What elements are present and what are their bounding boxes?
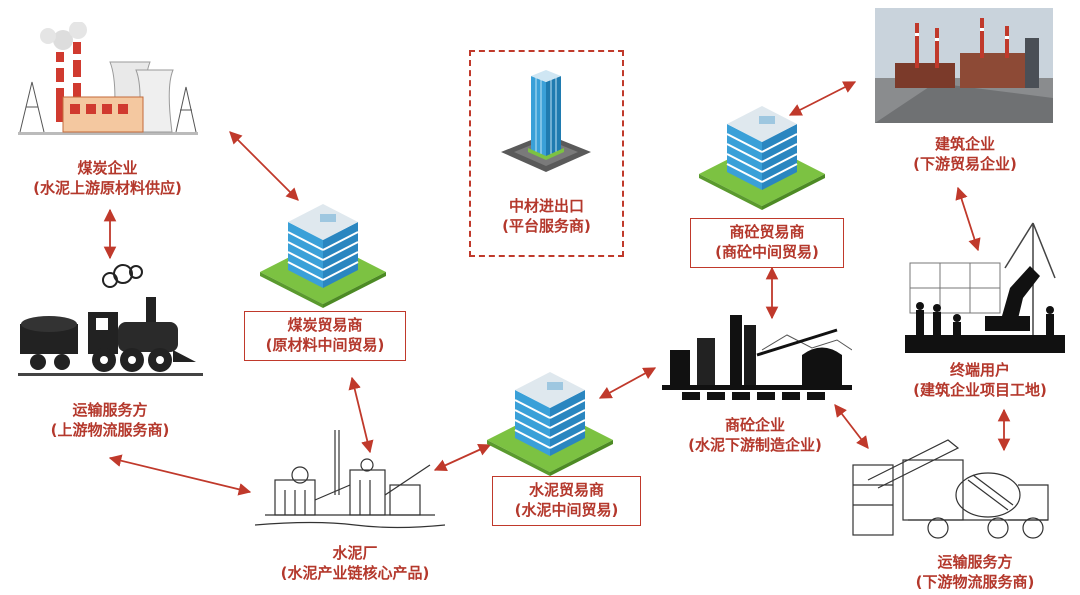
concrete-enterprise-title: 商砼企业 xyxy=(724,416,785,434)
cement-plant-title: 水泥厂 xyxy=(332,544,378,562)
office-building-icon xyxy=(697,102,827,216)
arrow-coal-trader-cement-plant xyxy=(348,376,374,454)
coal-trader-title: 煤炭贸易商 xyxy=(287,316,363,334)
arrow-transport-cement-plant xyxy=(108,454,252,496)
coal-trader-subtitle: (原材料中间贸易) xyxy=(265,336,385,354)
cement-trader-title: 水泥贸易商 xyxy=(528,481,604,499)
construction-enterprise-title: 建筑企业 xyxy=(934,135,995,153)
cement-plant-subtitle: (水泥产业链核心产品) xyxy=(280,564,430,582)
coal-trader-box: 煤炭贸易商 (原材料中间贸易) xyxy=(244,311,406,361)
industrial-site-photo-icon xyxy=(875,8,1053,127)
transport-upstream-subtitle: (上游物流服务商) xyxy=(50,421,170,439)
arrow-cement-trader-concrete-enterprise xyxy=(598,367,657,399)
concrete-trader-title: 商砼贸易商 xyxy=(729,223,805,241)
coal-enterprise-subtitle: (水泥上游原材料供应) xyxy=(33,179,182,197)
arrow-cement-plant-cement-trader xyxy=(433,443,492,472)
platform-box: 中材进出口 (平台服务商) xyxy=(469,50,624,257)
construction-site-icon xyxy=(905,218,1065,357)
office-building-icon xyxy=(485,368,615,482)
concrete-mixer-truck-icon xyxy=(848,420,1053,549)
arrow-construction-end-user xyxy=(955,186,981,252)
arrow-coal-enterprise-coal-trader xyxy=(229,131,299,201)
cement-trader-box: 水泥贸易商 (水泥中间贸易) xyxy=(492,476,641,526)
platform-subtitle: (平台服务商) xyxy=(502,217,591,235)
cement-trader-subtitle: (水泥中间贸易) xyxy=(514,501,619,519)
end-user-subtitle: (建筑企业项目工地) xyxy=(913,381,1047,399)
concrete-enterprise-subtitle: (水泥下游制造企业) xyxy=(688,436,822,454)
coal-power-plant-icon xyxy=(18,21,198,151)
coal-enterprise-title: 煤炭企业 xyxy=(77,159,138,177)
transport-downstream-title: 运输服务方 xyxy=(937,553,1013,571)
transport-upstream-title: 运输服务方 xyxy=(72,401,148,419)
cement-factory-icon xyxy=(254,425,446,539)
arrow-concrete-trader-construction xyxy=(788,81,857,116)
platform-title: 中材进出口 xyxy=(508,197,584,215)
steam-locomotive-icon xyxy=(18,262,203,381)
office-building-icon xyxy=(258,200,388,314)
transport-downstream-subtitle: (下游物流服务商) xyxy=(915,573,1035,591)
skyscraper-icon xyxy=(496,64,596,183)
concrete-trader-box: 商砼贸易商 (商砼中间贸易) xyxy=(690,218,844,268)
arrow-concrete-enterprise-transport xyxy=(834,404,869,449)
concrete-plant-icon xyxy=(662,310,853,409)
concrete-trader-subtitle: (商砼中间贸易) xyxy=(715,243,819,261)
end-user-title: 终端用户 xyxy=(949,361,1010,379)
construction-enterprise-subtitle: (下游贸易企业) xyxy=(913,155,1017,173)
